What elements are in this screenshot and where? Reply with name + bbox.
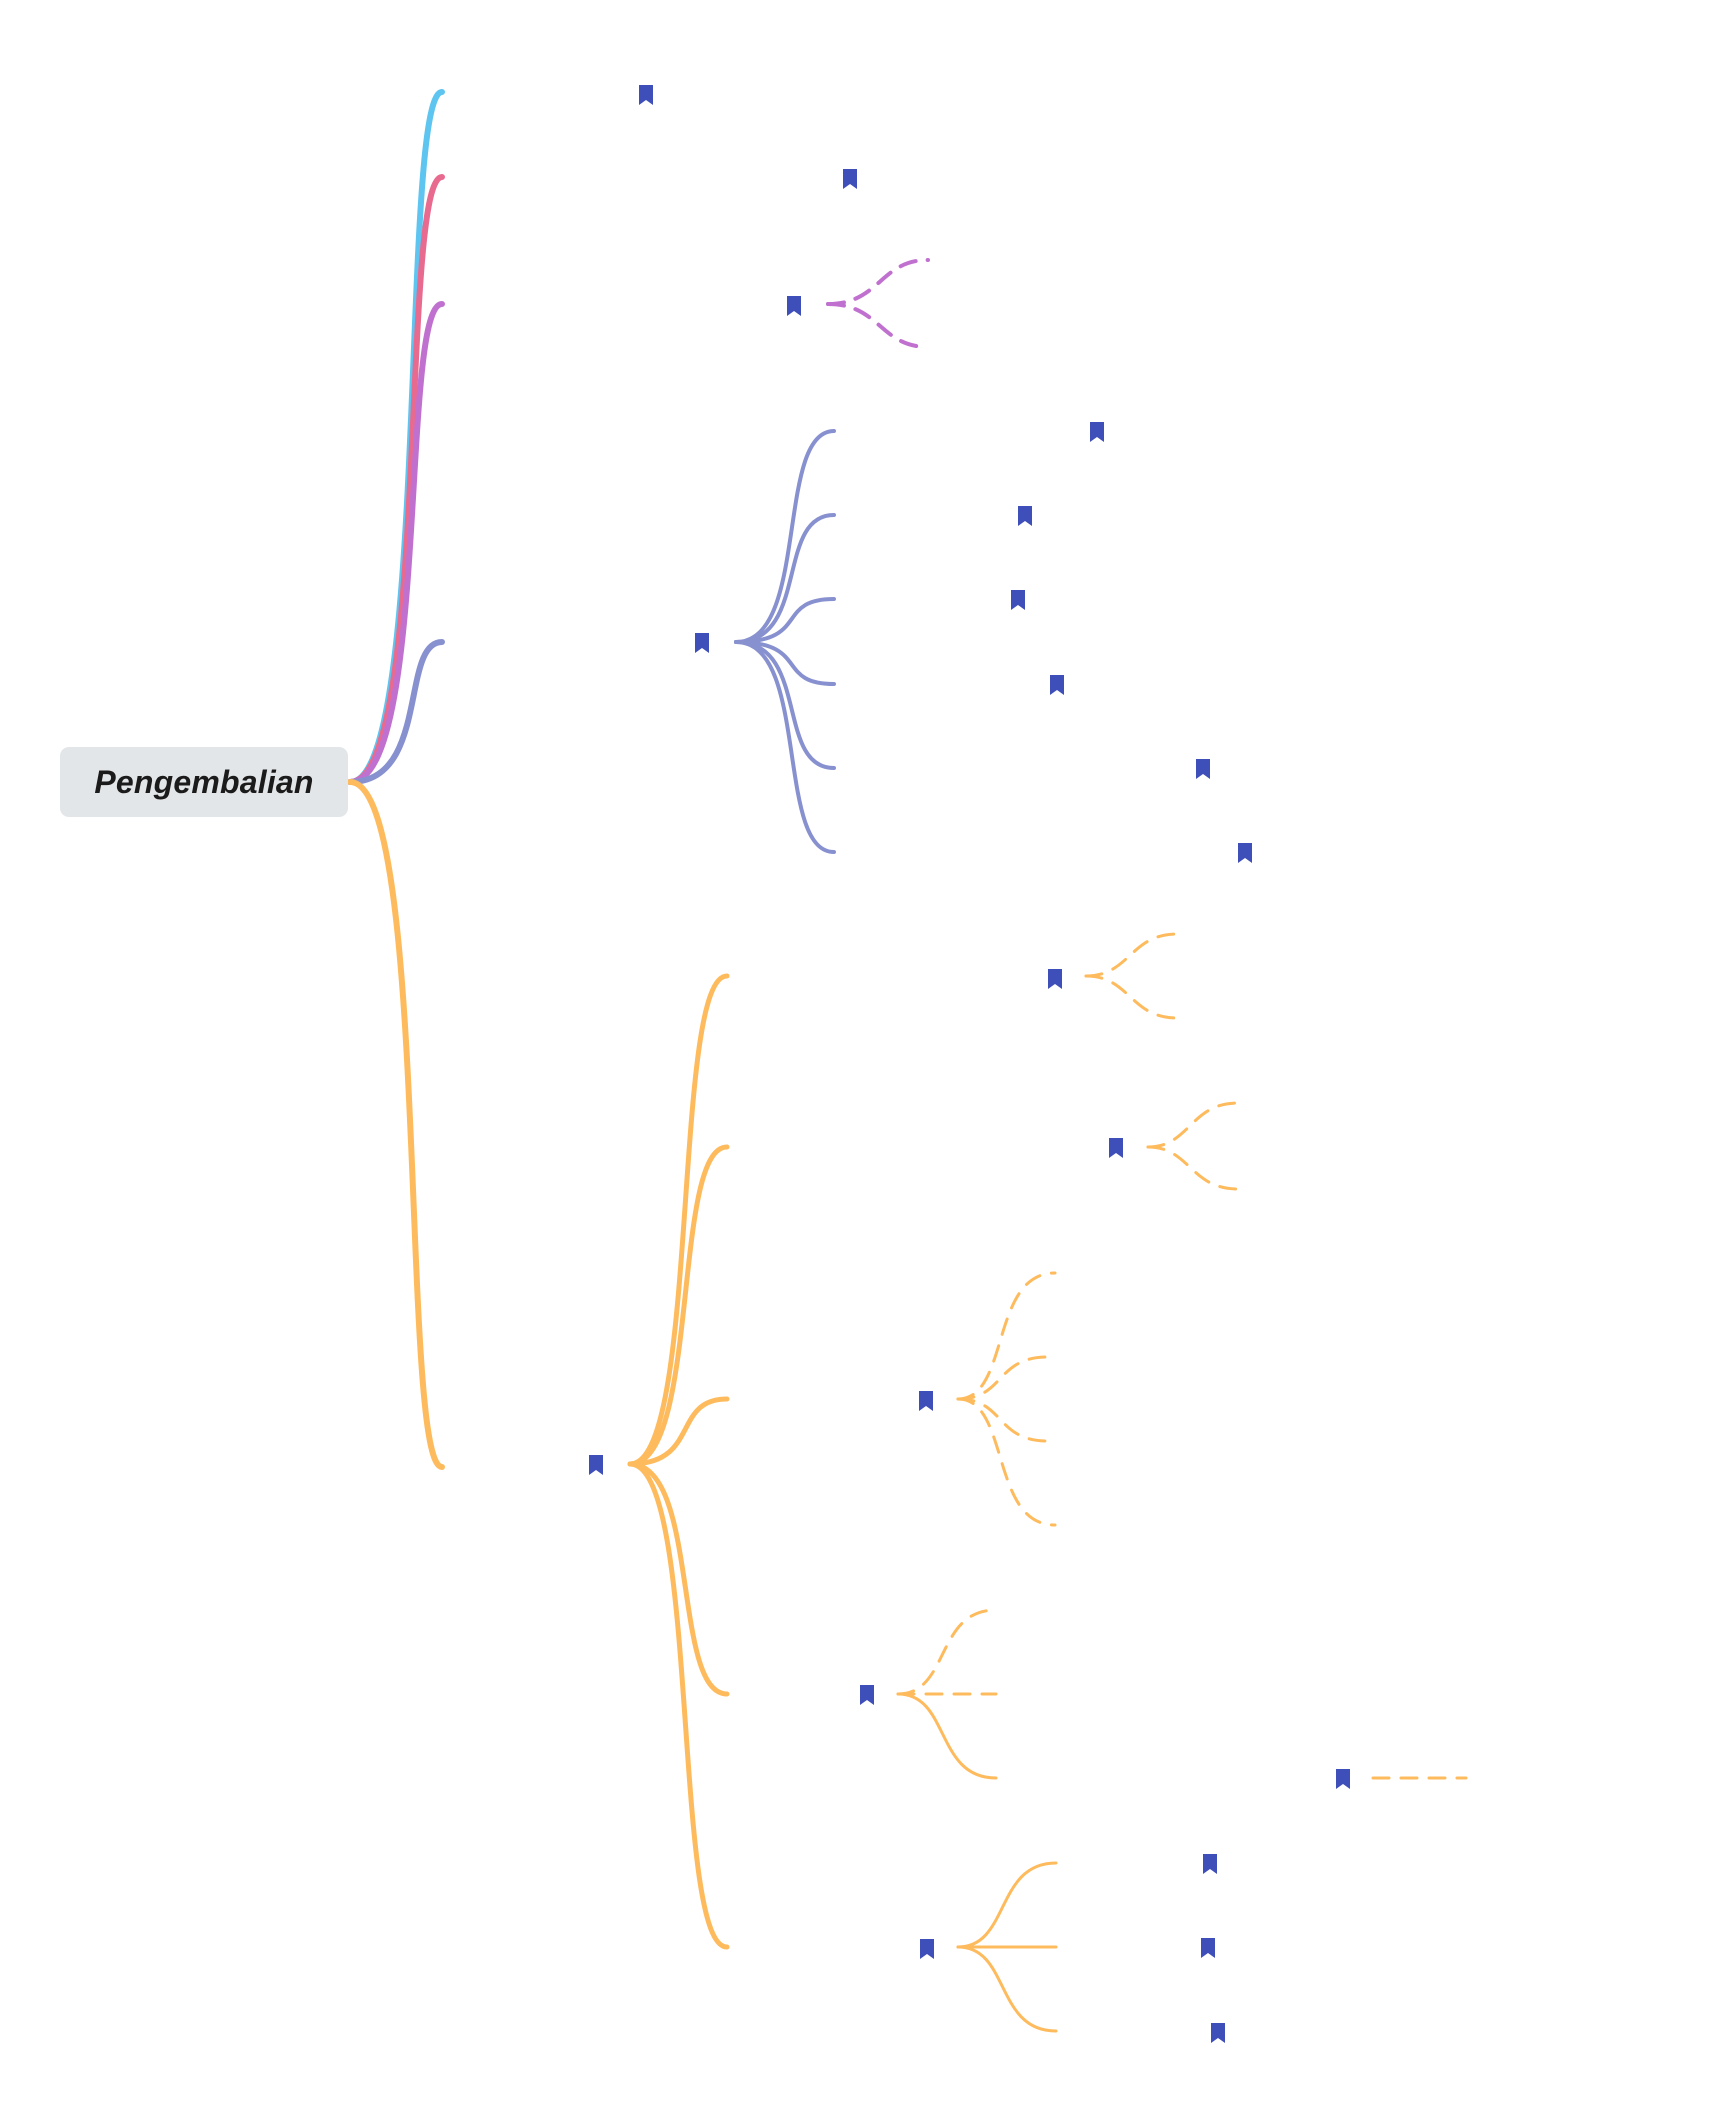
- branch-5-child-2-sub-2: [1146, 1145, 1240, 1191]
- branch-3-connector: [347, 301, 445, 785]
- branch-5-child-3-sub-4: [956, 1397, 1057, 1527]
- bookmark-icon[interactable]: [1090, 422, 1104, 442]
- bookmark-icon[interactable]: [1203, 1854, 1217, 1874]
- bookmark-icon[interactable]: [695, 633, 709, 653]
- branches-level-1: [347, 89, 445, 1470]
- branch-4-child-4-connector: [734, 640, 836, 686]
- bookmark-icon[interactable]: [787, 296, 801, 316]
- branch-5-child-4-connector: [627, 1461, 730, 1697]
- bookmark-icon[interactable]: [639, 85, 653, 105]
- branch-5-grandchildren: [896, 932, 1468, 2033]
- branch-5-child-5-sub-3: [956, 1945, 1058, 2033]
- branch-5-child-4-sub-1: [896, 1608, 998, 1696]
- branch-3-child-2-connector: [826, 302, 930, 349]
- bookmark-icon[interactable]: [860, 1685, 874, 1705]
- bookmark-icon[interactable]: [843, 169, 857, 189]
- branch-5-child-1-sub-2: [1084, 974, 1179, 1020]
- root-label: Pengembalian: [94, 763, 314, 800]
- branch-5-children: [627, 973, 730, 1950]
- bookmark-icon[interactable]: [1050, 675, 1064, 695]
- branch-5-connector: [347, 779, 445, 1470]
- branch-5-child-3-sub-3: [956, 1397, 1050, 1443]
- branch-3-child-1-connector: [826, 258, 930, 306]
- bookmark-icon[interactable]: [1336, 1769, 1350, 1789]
- branch-5-child-3-connector: [627, 1396, 730, 1467]
- branch-3-children: [826, 258, 930, 349]
- bookmark-icon[interactable]: [920, 1939, 934, 1959]
- branch-5-child-1-sub-1: [1084, 932, 1179, 978]
- bookmark-icon[interactable]: [589, 1455, 603, 1475]
- bookmark-icon[interactable]: [919, 1391, 933, 1411]
- bookmark-icon[interactable]: [1048, 969, 1062, 989]
- branch-5-child-5-sub-1: [956, 1861, 1058, 1949]
- bookmark-icon[interactable]: [1196, 759, 1210, 779]
- branch-5-child-3-sub-2: [956, 1355, 1050, 1401]
- bookmark-icon[interactable]: [1238, 843, 1252, 863]
- branch-4-connector: [347, 639, 445, 785]
- branch-4-child-3-connector: [734, 597, 836, 644]
- branch-5-child-2-sub-1: [1146, 1101, 1240, 1149]
- bookmark-icon[interactable]: [1211, 2023, 1225, 2043]
- bookmark-icon[interactable]: [1011, 590, 1025, 610]
- branch-4-child-6-connector: [734, 640, 836, 854]
- bookmark-icon[interactable]: [1109, 1138, 1123, 1158]
- branch-4-child-2-connector: [734, 513, 836, 644]
- branch-4-children: [734, 429, 836, 854]
- branch-4-child-1-connector: [734, 429, 836, 644]
- root-node[interactable]: Pengembalian: [60, 747, 348, 817]
- branch-5-child-2-connector: [627, 1144, 730, 1467]
- branch-4-child-5-connector: [734, 640, 836, 770]
- bookmark-icon[interactable]: [1018, 506, 1032, 526]
- branch-5-child-1-connector: [627, 973, 730, 1467]
- bookmark-icon[interactable]: [1201, 1938, 1215, 1958]
- bookmark-markers: [589, 85, 1350, 2043]
- branch-5-child-5-connector: [627, 1461, 730, 1950]
- branch-5-child-3-sub-1: [956, 1271, 1057, 1401]
- branch-5-child-4-sub-3: [896, 1692, 998, 1780]
